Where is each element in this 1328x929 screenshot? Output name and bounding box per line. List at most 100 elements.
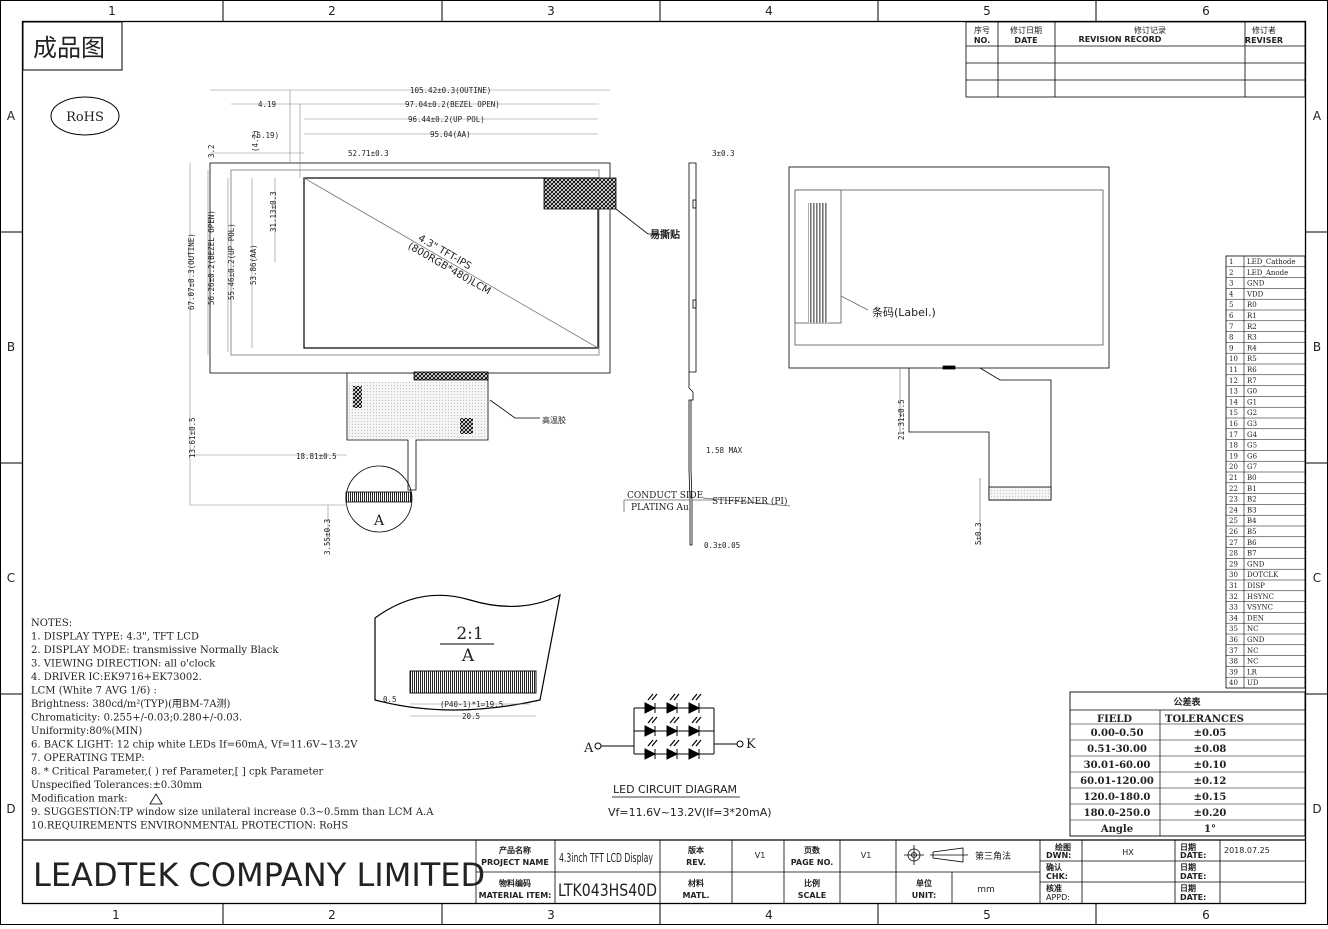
row-label: A (1313, 109, 1322, 123)
front-view (209, 162, 660, 533)
tb-label: 日期 (1180, 842, 1196, 852)
pin-signal: UD (1247, 679, 1259, 687)
led-emission-icon (647, 693, 658, 701)
pin-signal: R6 (1247, 366, 1257, 374)
rohs-mark (50, 96, 120, 136)
pin-number: 23 (1229, 496, 1238, 504)
led-emission-icon (669, 716, 680, 724)
detail-view (374, 593, 561, 717)
col-label: 6 (1202, 4, 1210, 18)
tol-field: 180.0-250.0 (1084, 808, 1151, 819)
pin-number: 25 (1229, 517, 1238, 525)
dim-label: 4.19 (258, 100, 276, 109)
tb-label: 单位 (916, 878, 932, 888)
dim-label: 105.42±0.3(OUTINE) (410, 86, 491, 95)
pin-signal: B4 (1247, 517, 1257, 525)
rohs-label: RoHS (66, 110, 104, 125)
tol-border (1069, 691, 1306, 837)
leader-line (623, 499, 690, 512)
dim-label: 3.55±0.3 (323, 519, 332, 555)
pin-signal: B3 (1247, 506, 1257, 514)
tb-label: MATL. (682, 891, 709, 900)
pin-signal: G4 (1247, 431, 1258, 439)
pin-number: 32 (1229, 593, 1238, 601)
note-line: Modification mark: (31, 794, 128, 805)
pin-number: 14 (1229, 398, 1238, 406)
pin-number: 13 (1229, 388, 1238, 396)
tape-label: 易撕贴 (650, 228, 680, 241)
conduct-side-label: CONDUCT SIDE (627, 491, 703, 501)
tb-label: DATE: (1180, 872, 1206, 881)
note-line: 6. BACK LIGHT: 12 chip white LEDs If=60m… (31, 740, 358, 751)
rev-reviser-en: REVISER (1245, 36, 1283, 45)
pin-signal: VSYNC (1246, 604, 1273, 612)
pin-signal: G1 (1247, 398, 1257, 406)
led-diode-icon (644, 702, 657, 714)
col-label: 6 (1202, 908, 1210, 922)
tb-label: 材料 (688, 878, 704, 888)
dim-label: (4.2) (251, 129, 260, 152)
dim-label: 55.46±0.2(UP POL) (227, 223, 236, 300)
fpc-stiffener (413, 371, 489, 381)
tb-label: UNIT: (912, 891, 936, 900)
pin-signal: R1 (1247, 312, 1257, 320)
tol-field: 120.0-180.0 (1084, 792, 1151, 803)
led-diode-icon (688, 725, 701, 737)
dim-label: 0.5 (383, 695, 397, 704)
row-label: D (1312, 802, 1321, 816)
pin-signal: R4 (1247, 344, 1257, 352)
dim-label: 21.31±0.5 (897, 399, 906, 440)
col-label: 5 (983, 4, 991, 18)
page-title: 成品图 (33, 34, 105, 62)
row-label: B (7, 340, 15, 354)
tb-label: 版本 (687, 845, 704, 855)
material-item: LTK043HS40D (558, 881, 657, 901)
pin-number: 9 (1229, 344, 1233, 352)
pin-number: 36 (1229, 636, 1238, 644)
note-line: Unspecified Tolerances:±0.30mm (31, 780, 203, 791)
dim-label: 20.5 (462, 712, 480, 721)
pin-number: 7 (1229, 323, 1233, 331)
led-diode-icon (644, 748, 657, 760)
fpc-part (460, 418, 473, 434)
dim-label: 31.13±0.3 (269, 191, 278, 232)
rev-no-en: NO. (974, 36, 990, 45)
led-diode-icon (644, 725, 657, 737)
pin-number: 2 (1229, 269, 1233, 277)
pin-signal: DISP (1247, 582, 1265, 590)
dim-label: 56.26±0.2(BEZEL OPEN) (207, 210, 216, 305)
tb-label: 核准 (1046, 883, 1062, 893)
pin-signal: GND (1247, 560, 1265, 568)
rev-record-cn: 修订记录 (1134, 25, 1166, 35)
tb-label: 物料编码 (499, 878, 531, 888)
col-label: 3 (547, 908, 555, 922)
pin-number: 39 (1229, 668, 1238, 676)
back-connector (942, 365, 956, 370)
note-line: Uniformity:80%(MIN) (31, 726, 142, 737)
col-label: 1 (112, 908, 120, 922)
dim-label: 96.44±0.2(UP POL) (408, 115, 485, 124)
stiffener-label: STIFFENER (PI) (712, 496, 788, 507)
rev-record-en: REVISION RECORD (1079, 35, 1162, 44)
back-fpc-fingers (988, 486, 1052, 501)
active-area (303, 177, 599, 349)
pin-signal: G3 (1247, 420, 1257, 428)
pin-signal: DOTCLK (1247, 571, 1279, 579)
row-label: D (6, 802, 15, 816)
col-label: 3 (547, 4, 555, 18)
pin-signal: VDD (1246, 290, 1264, 298)
front-dim-lines (189, 89, 610, 545)
dim-label: 3.2 (207, 144, 216, 158)
tol-value: ±0.15 (1194, 792, 1227, 803)
rev-date-cn: 修订日期 (1010, 25, 1042, 35)
tb-label: MATERIAL ITEM: (479, 891, 552, 900)
row-label: A (7, 109, 16, 123)
detail-a-label: A (373, 513, 385, 529)
pin-number: 16 (1229, 420, 1238, 428)
tol-field: Angle (1100, 824, 1133, 835)
projection-label: 第三角法 (975, 850, 1011, 862)
pin-number: 18 (1229, 442, 1238, 450)
dim-label: (5.19) (252, 131, 279, 140)
